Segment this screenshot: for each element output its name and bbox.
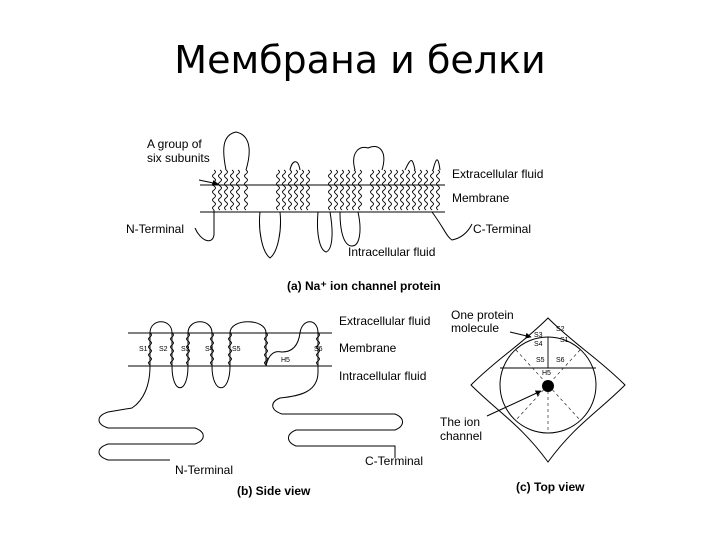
- label-molecule-line1: One protein: [451, 308, 514, 322]
- helix-a-24: [400, 169, 404, 211]
- helix-a-10: [294, 169, 298, 211]
- segment-label-s6: S6: [314, 346, 323, 353]
- helix-a-17: [352, 169, 356, 211]
- label-group-line2: six subunits: [147, 151, 210, 165]
- helix-a-7: [276, 169, 280, 211]
- helix-a-20: [376, 169, 380, 211]
- helices-a: [212, 169, 440, 211]
- segment-label-s1: S1: [139, 346, 148, 353]
- ion-channel-arrow: [486, 390, 542, 417]
- helix-a-27: [418, 169, 422, 211]
- helix-b-2: [170, 332, 174, 366]
- segment-label-c-s3: S3: [534, 332, 543, 339]
- segment-label-c-s4: S4: [534, 341, 543, 348]
- label-ion-channel-line1: The ion: [440, 415, 480, 429]
- helix-a-8: [282, 169, 286, 211]
- helix-a-4: [230, 169, 234, 211]
- helix-a-13: [328, 169, 332, 211]
- ion-channel-pore: [542, 380, 554, 392]
- helix-a-14: [334, 169, 338, 211]
- helix-a-2: [218, 169, 222, 211]
- helix-a-5: [236, 169, 240, 211]
- segment-label-c-h5: H5: [542, 370, 551, 377]
- segment-label-s4: S4: [205, 346, 214, 353]
- ring-dash-1: [515, 349, 581, 421]
- label-molecule-line2: molecule: [451, 321, 499, 335]
- caption-b: (b) Side view: [237, 484, 311, 498]
- protein-chain-a: [194, 131, 473, 259]
- segment-label-c-s6: S6: [556, 357, 565, 364]
- helix-a-30: [436, 169, 440, 211]
- label-extracellular-a: Extracellular fluid: [452, 167, 543, 181]
- helix-a-6: [244, 169, 248, 211]
- helix-a-3: [224, 169, 228, 211]
- helix-b-3: [186, 332, 190, 366]
- segment-label-c-s2: S2: [556, 326, 565, 333]
- helix-a-23: [394, 169, 398, 211]
- label-intracellular-a: Intracellular fluid: [348, 245, 435, 259]
- helix-a-15: [340, 169, 344, 211]
- slide-title: Мембрана и белки: [174, 38, 546, 82]
- label-extracellular-b: Extracellular fluid: [339, 314, 430, 328]
- helix-a-16: [346, 169, 350, 211]
- segment-label-h5: H5: [281, 357, 290, 364]
- protein-outline-c: [470, 317, 626, 463]
- helix-b-1: [148, 332, 152, 366]
- helix-b-6: [264, 332, 268, 366]
- diagram-a: A group of six subunits Extracellular fl…: [126, 131, 543, 293]
- molecule-arrow: [509, 331, 532, 339]
- diagram-c: S2 S3 S4 S1 S5 S6 H5 One protein molecul…: [440, 308, 626, 494]
- caption-a: (a) Na⁺ ion channel protein: [287, 279, 441, 293]
- label-group-line1: A group of: [147, 137, 202, 151]
- helix-a-19: [370, 169, 374, 211]
- label-membrane-b: Membrane: [339, 341, 397, 355]
- helix-b-5: [228, 332, 232, 366]
- helix-a-9: [288, 169, 292, 211]
- helix-a-18: [358, 169, 362, 211]
- protein-chain-b: [149, 321, 319, 388]
- n-terminal-coil-b: [98, 365, 204, 461]
- segment-label-s3: S3: [181, 346, 190, 353]
- label-n-terminal-a: N-Terminal: [126, 222, 184, 236]
- ring-dash-2: [515, 349, 581, 421]
- helix-a-26: [412, 169, 416, 211]
- group-arrow: [198, 179, 219, 186]
- helix-b-7: [316, 332, 320, 366]
- helix-a-29: [430, 169, 434, 211]
- segment-label-s2: S2: [159, 346, 168, 353]
- helix-a-11: [300, 169, 304, 211]
- helix-a-21: [382, 169, 386, 211]
- label-membrane-a: Membrane: [452, 191, 510, 205]
- diagram-b: S1 S2 S3 S4 S5 H5 S6 Extracellular fluid…: [98, 314, 430, 498]
- helix-b-4: [210, 332, 214, 366]
- helices-b: [148, 332, 320, 366]
- c-terminal-coil-b: [272, 371, 403, 458]
- helix-a-12: [306, 169, 310, 211]
- helix-a-1: [212, 169, 216, 211]
- helix-a-22: [388, 169, 392, 211]
- label-c-terminal-a: C-Terminal: [473, 222, 531, 236]
- helix-a-25: [406, 169, 410, 211]
- helix-a-28: [424, 169, 428, 211]
- label-intracellular-b: Intracellular fluid: [339, 369, 426, 383]
- segment-label-c-s5: S5: [536, 357, 545, 364]
- caption-c: (c) Top view: [516, 480, 585, 494]
- segment-label-s5: S5: [232, 346, 241, 353]
- label-ion-channel-line2: channel: [440, 429, 482, 443]
- label-n-terminal-b: N-Terminal: [175, 463, 233, 477]
- segment-label-c-s1: S1: [560, 337, 569, 344]
- label-c-terminal-b: C-Terminal: [365, 454, 423, 468]
